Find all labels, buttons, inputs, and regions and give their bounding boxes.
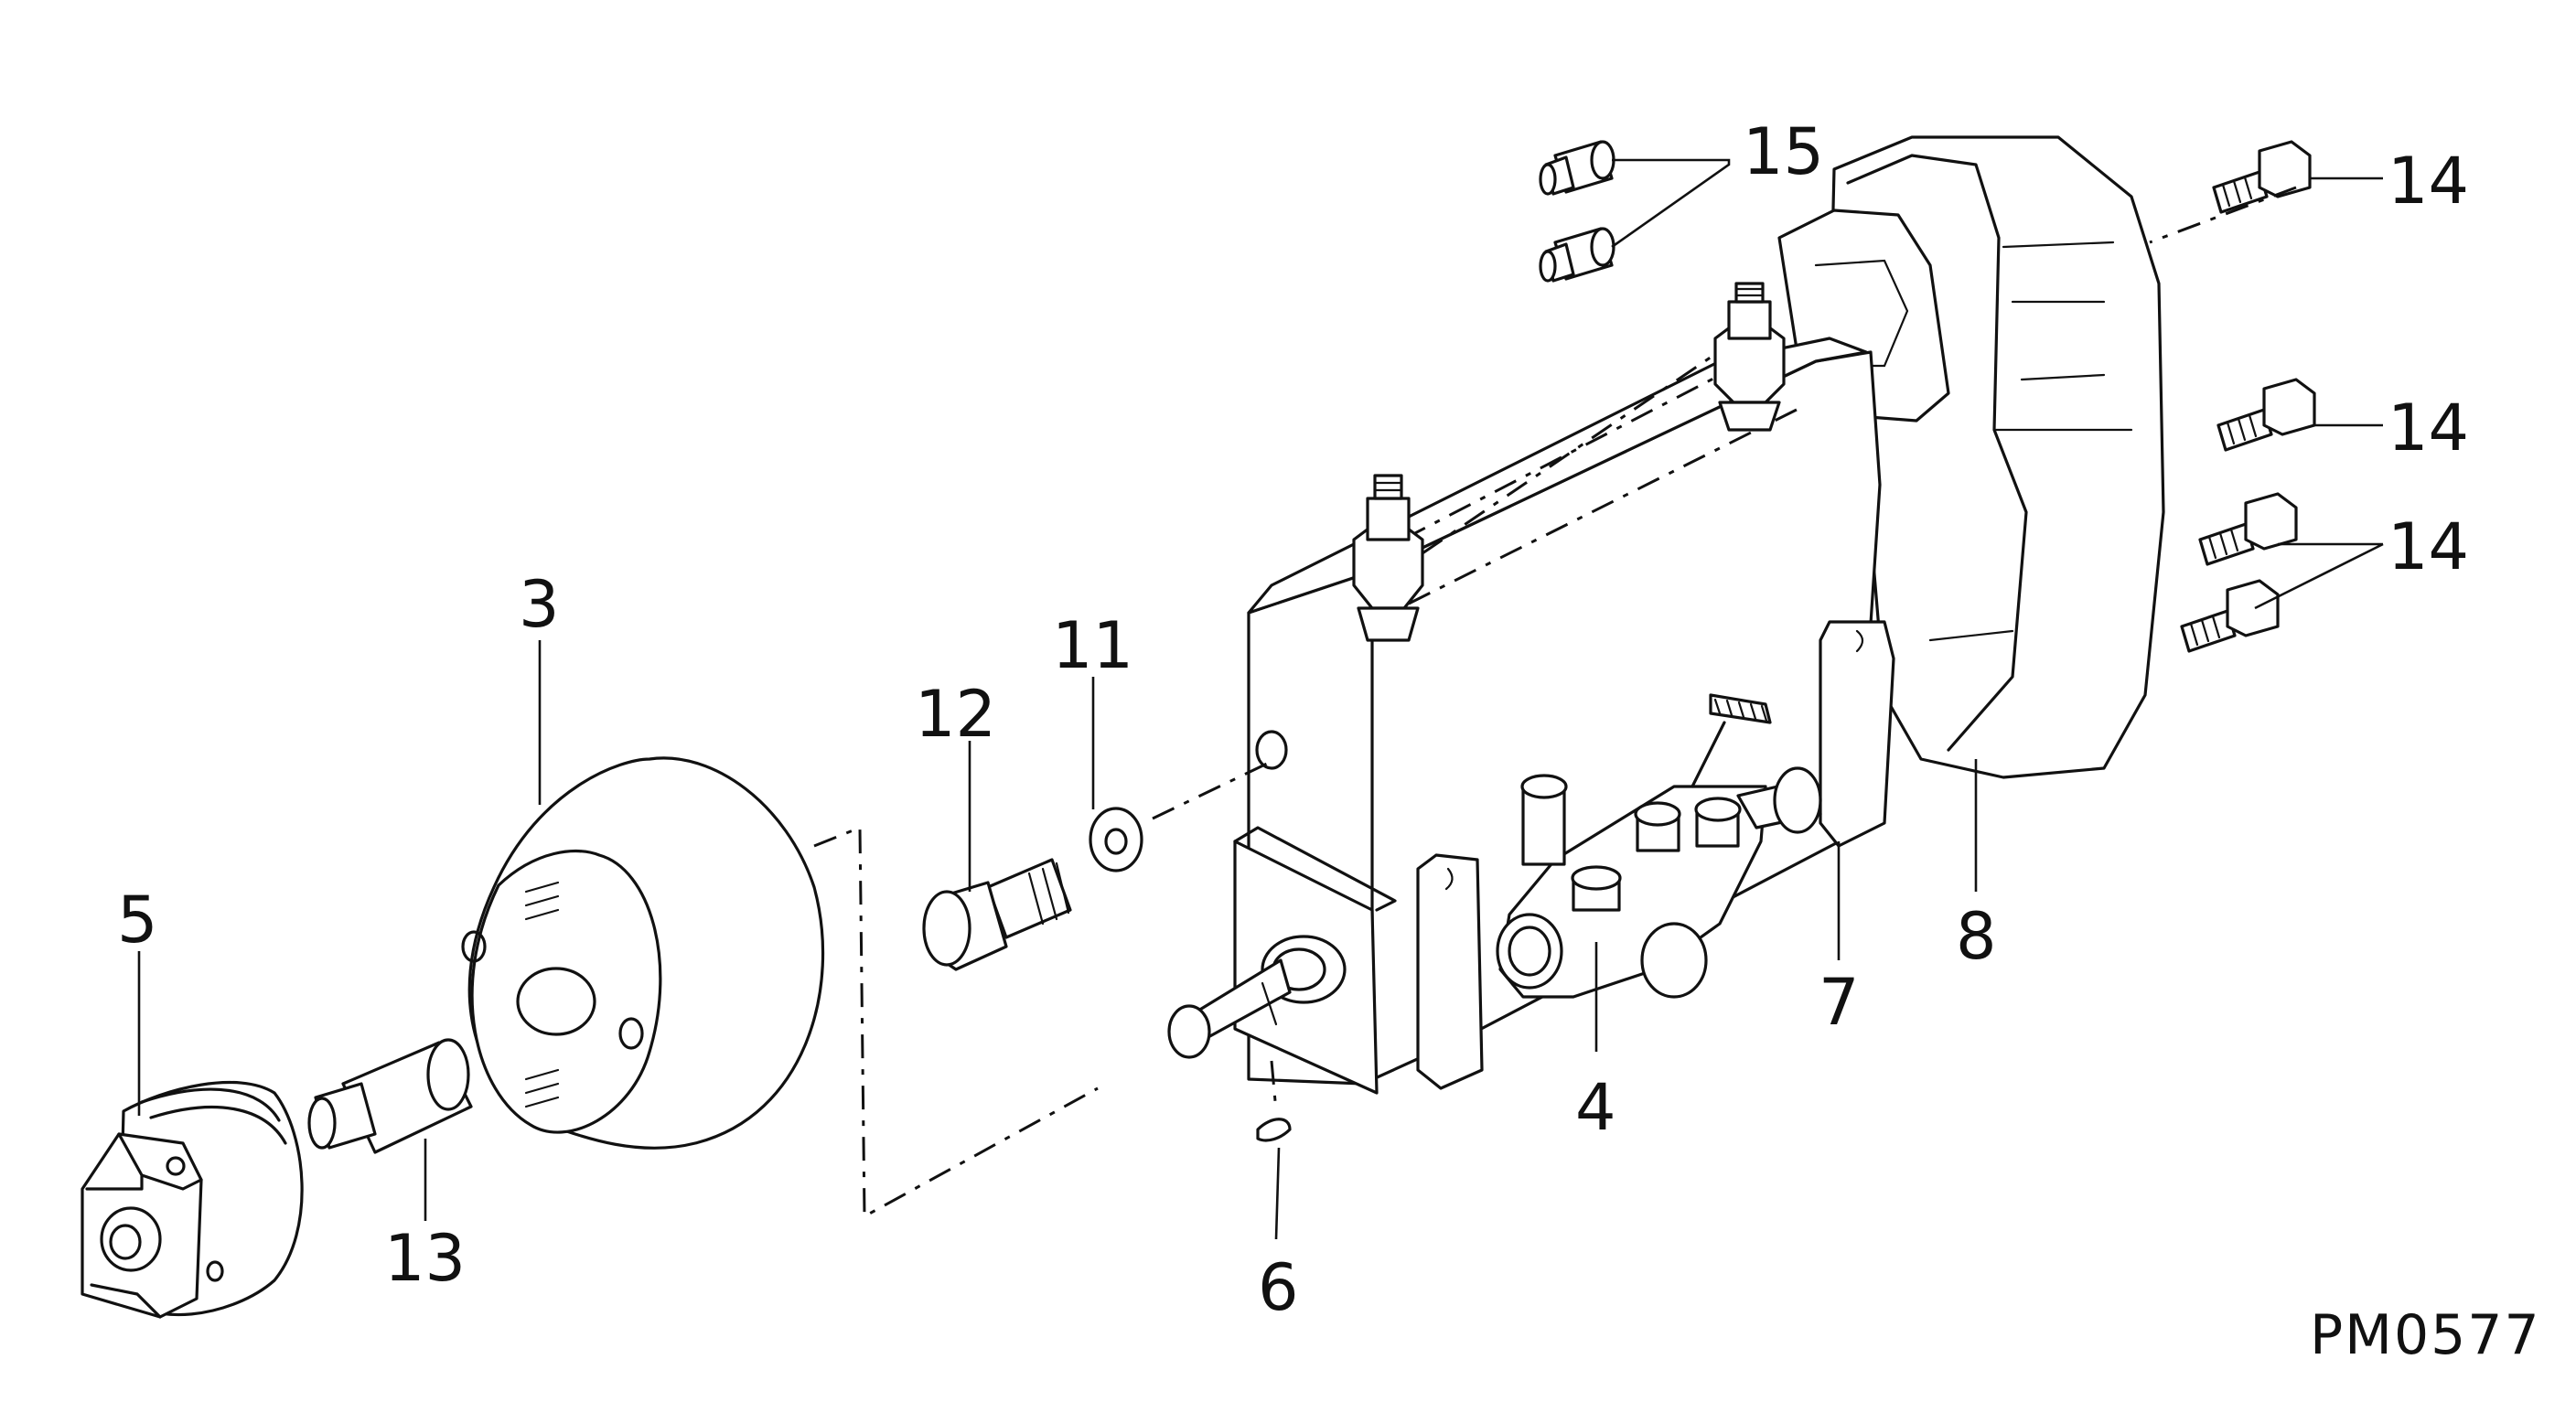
delivery-valve-fitting-front — [1352, 474, 1424, 642]
callout-3: 3 — [519, 567, 560, 642]
callout-14-lower: 14 — [2388, 509, 2469, 584]
bolt-14-lower-a — [2198, 492, 2298, 566]
stud-15-upper — [1539, 140, 1615, 196]
callout-6: 6 — [1258, 1250, 1299, 1325]
assembly-centerlines — [813, 186, 2297, 1219]
bolt-14-middle — [2216, 378, 2316, 452]
callout-13: 13 — [384, 1221, 466, 1296]
figure-code: PM0577 — [2310, 1303, 2541, 1367]
callout-5: 5 — [117, 883, 158, 958]
sleeve-bushing — [307, 1038, 473, 1154]
coupling-drum — [461, 756, 825, 1150]
coupling-hub — [80, 1081, 304, 1319]
delivery-valve-fitting-rear — [1713, 282, 1786, 432]
callout-14-middle: 14 — [2388, 391, 2469, 466]
leader-lines — [137, 158, 2384, 1240]
washer — [1089, 807, 1143, 872]
bolt-14-top — [2212, 140, 2312, 214]
callout-15: 15 — [1743, 114, 1824, 189]
callout-4: 4 — [1575, 1070, 1616, 1145]
stud-15-lower — [1539, 227, 1615, 283]
callout-14-top: 14 — [2388, 144, 2469, 219]
callout-7: 7 — [1819, 965, 1860, 1040]
bolt-14-lower-b — [2180, 579, 2280, 653]
callout-8: 8 — [1956, 899, 1997, 974]
woodruff-key — [1256, 1118, 1292, 1142]
hex-bolt — [922, 858, 1072, 971]
feed-pump — [1496, 693, 1822, 999]
callout-12: 12 — [915, 677, 996, 752]
callout-11: 11 — [1052, 608, 1133, 683]
